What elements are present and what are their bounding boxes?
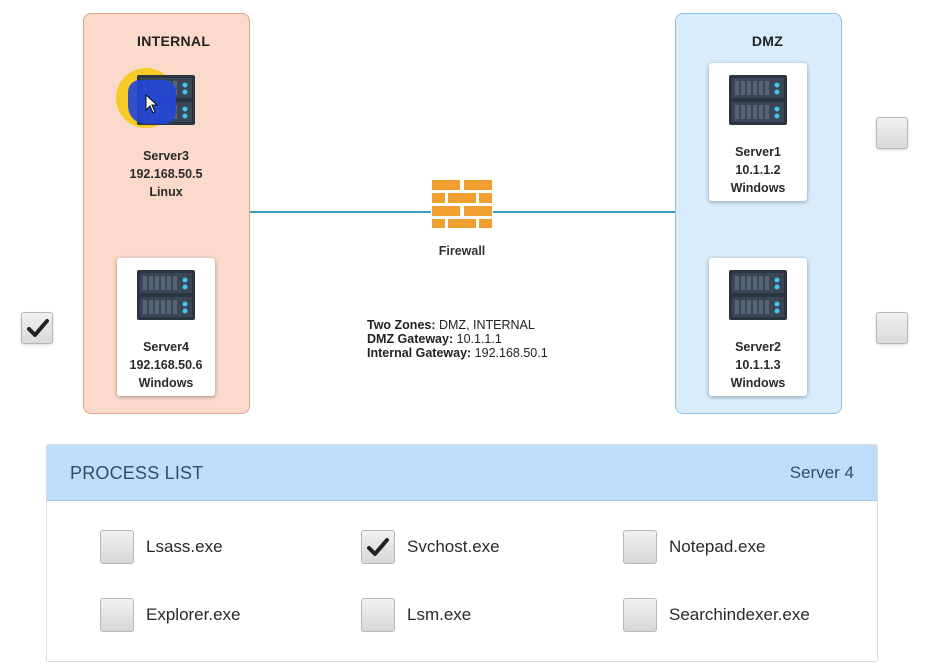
server2-os: Windows bbox=[730, 376, 786, 390]
mouse-cursor-icon bbox=[145, 94, 159, 114]
server1-checkbox[interactable] bbox=[876, 117, 908, 149]
process-label: Notepad.exe bbox=[669, 537, 766, 556]
zone-internal-title: INTERNAL bbox=[137, 33, 211, 49]
server-rack-icon bbox=[137, 270, 195, 320]
process-list-title: PROCESS LIST bbox=[70, 463, 204, 483]
server4-name: Server4 bbox=[143, 340, 189, 354]
process-label: Lsm.exe bbox=[407, 605, 472, 624]
process-checkbox[interactable] bbox=[623, 530, 657, 564]
server-rack-icon bbox=[729, 75, 787, 125]
server4-checkbox[interactable] bbox=[21, 312, 53, 344]
checkmark-icon bbox=[367, 538, 389, 556]
info-dmz-gateway: DMZ Gateway: 10.1.1.1 bbox=[367, 332, 502, 346]
process-checkbox[interactable] bbox=[361, 598, 395, 632]
process-label: Searchindexer.exe bbox=[669, 605, 810, 624]
info-internal-gateway: Internal Gateway: 192.168.50.1 bbox=[367, 346, 548, 360]
server1-node[interactable]: Server1 10.1.1.2 Windows bbox=[709, 63, 807, 201]
checkmark-icon bbox=[27, 319, 49, 337]
server4-os: Windows bbox=[138, 376, 194, 390]
process-label: Lsass.exe bbox=[146, 537, 223, 556]
process-list-header: PROCESS LIST Server 4 bbox=[47, 445, 877, 501]
process-checkbox[interactable] bbox=[100, 530, 134, 564]
process-list-panel: PROCESS LIST Server 4 Lsass.exe Svchost.… bbox=[46, 444, 878, 662]
process-checkbox[interactable] bbox=[361, 530, 395, 564]
process-label: Svchost.exe bbox=[407, 537, 500, 556]
network-link-right bbox=[493, 211, 675, 213]
zone-dmz-title: DMZ bbox=[751, 33, 784, 49]
server-rack-icon bbox=[729, 270, 787, 320]
server3-ip: 192.168.50.5 bbox=[129, 167, 203, 181]
server2-node[interactable]: Server2 10.1.1.3 Windows bbox=[709, 258, 807, 396]
process-label: Explorer.exe bbox=[146, 605, 241, 624]
server4-node[interactable]: Server4 192.168.50.6 Windows bbox=[117, 258, 215, 396]
process-list-server: Server 4 bbox=[789, 463, 854, 482]
server4-ip: 192.168.50.6 bbox=[129, 358, 203, 372]
server1-os: Windows bbox=[730, 181, 786, 195]
server2-ip: 10.1.1.3 bbox=[735, 358, 781, 372]
server3-name: Server3 bbox=[143, 149, 189, 163]
server1-ip: 10.1.1.2 bbox=[735, 163, 781, 177]
server1-name: Server1 bbox=[735, 145, 781, 159]
server2-checkbox[interactable] bbox=[876, 312, 908, 344]
server3-node[interactable]: Server3 192.168.50.5 Linux bbox=[117, 63, 215, 201]
network-info: Two Zones: DMZ, INTERNAL DMZ Gateway: 10… bbox=[367, 318, 548, 360]
process-checkbox[interactable] bbox=[623, 598, 657, 632]
firewall-label: Firewall bbox=[438, 244, 486, 258]
server3-os: Linux bbox=[149, 185, 183, 199]
network-link-left bbox=[250, 211, 431, 213]
process-checkbox[interactable] bbox=[100, 598, 134, 632]
firewall-icon[interactable] bbox=[431, 179, 493, 229]
server2-name: Server2 bbox=[735, 340, 781, 354]
info-zones: Two Zones: DMZ, INTERNAL bbox=[367, 318, 535, 332]
